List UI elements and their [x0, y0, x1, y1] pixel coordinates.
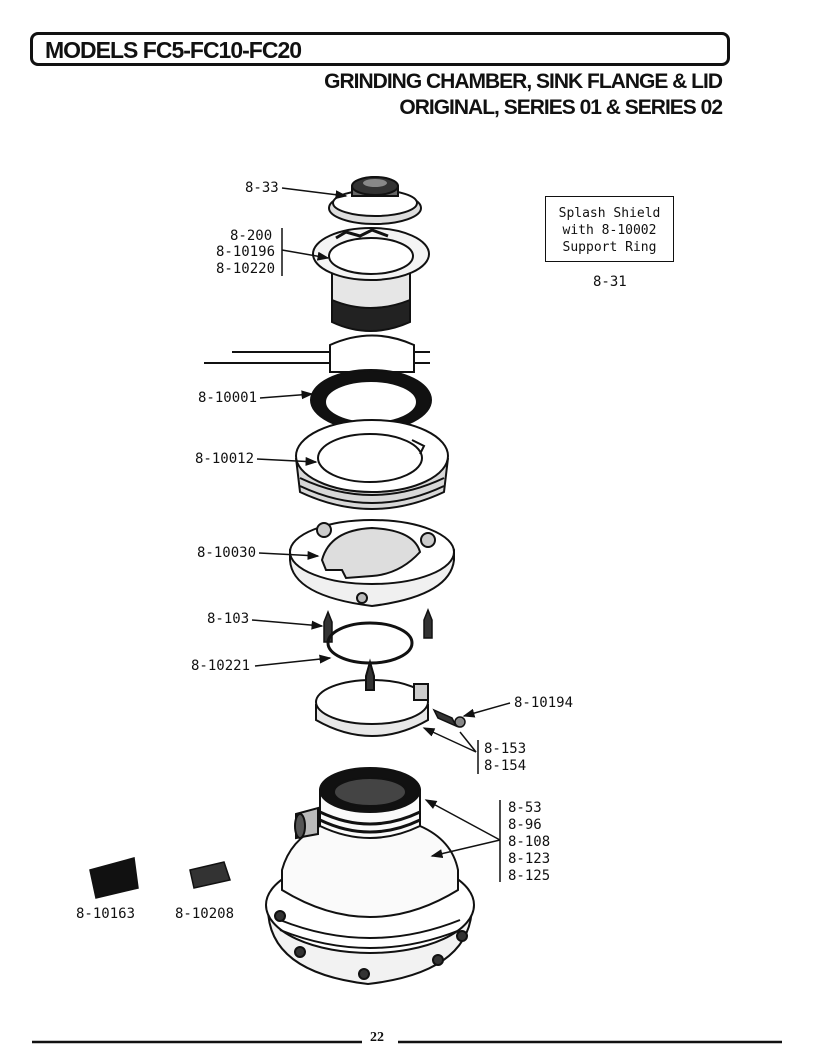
baffle-part-8-10163 — [89, 857, 139, 899]
plug-part-8-10208 — [189, 861, 231, 889]
part-label-8-10163: 8-10163 — [76, 906, 136, 922]
note-line-3: Support Ring — [562, 240, 657, 255]
snap-ring-part — [326, 621, 414, 665]
grinding-chamber-part — [265, 767, 475, 986]
page-number: 22 — [370, 1030, 384, 1045]
part-label-8-153: 8-153 — [484, 741, 527, 757]
header-box: MODELS FC5-FC10-FC20 — [30, 32, 730, 66]
lid-stopper-part — [328, 176, 422, 225]
mounting-screws-part — [323, 607, 433, 643]
part-label-8-10030: 8-10030 — [197, 545, 257, 561]
header-title: MODELS FC5-FC10-FC20 — [45, 37, 302, 63]
part-label-8-10221: 8-10221 — [191, 658, 251, 674]
part-label-8-53: 8-53 — [508, 800, 542, 816]
mounting-ring-part — [295, 419, 449, 510]
part-label-8-200: 8-200 — [230, 228, 273, 244]
subtitle-line-2: ORIGINAL, SERIES 01 & SERIES 02 — [399, 96, 723, 119]
clamp-screw-part — [432, 708, 466, 728]
sink-section-part — [204, 334, 430, 373]
gasket-ring-part — [310, 369, 432, 431]
subtitle-line-1: GRINDING CHAMBER, SINK FLANGE & LID — [324, 70, 723, 93]
part-label-8-10001: 8-10001 — [198, 390, 258, 406]
sink-flange-part — [312, 227, 430, 332]
splash-shield-note: Splash Shield with 8-10002 Support Ring — [545, 196, 674, 262]
mounting-flange-part — [289, 519, 455, 608]
part-label-8-103: 8-103 — [207, 611, 250, 627]
part-label-8-10194: 8-10194 — [514, 695, 574, 711]
part-label-8-108: 8-108 — [508, 834, 551, 850]
part-label-8-10208: 8-10208 — [175, 906, 235, 922]
part-label-8-154: 8-154 — [484, 758, 527, 774]
part-label-8-123: 8-123 — [508, 851, 551, 867]
clamp-band-part — [315, 658, 429, 737]
part-label-8-125: 8-125 — [508, 868, 551, 884]
note-line-1: Splash Shield — [558, 206, 661, 221]
part-label-8-96: 8-96 — [508, 817, 542, 833]
leader-lines — [251, 187, 511, 882]
note-line-2: with 8-10002 — [562, 223, 657, 238]
part-label-8-10012: 8-10012 — [195, 451, 255, 467]
part-label-8-10220: 8-10220 — [216, 261, 276, 277]
part-label-8-33: 8-33 — [245, 180, 279, 196]
part-label-8-10196: 8-10196 — [216, 244, 276, 260]
part-label-8-31: 8-31 — [593, 274, 627, 290]
